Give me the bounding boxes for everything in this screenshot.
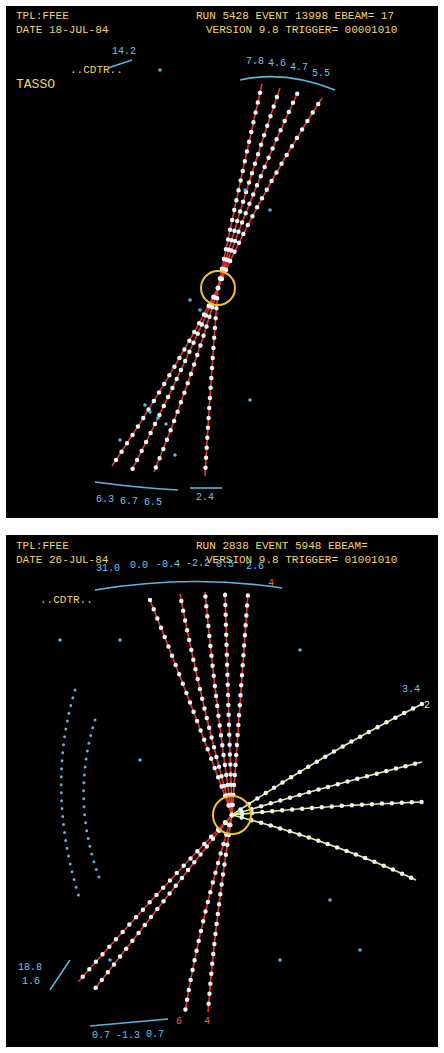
momentum-value: 5.5 — [312, 68, 330, 80]
header-text: VERSION 9.8 TRIGGER= 00001010 — [206, 24, 397, 37]
momentum-value: 3.4 — [402, 684, 420, 696]
momentum-value: 1.6 — [22, 976, 40, 988]
header-text: DATE 18-JUL-84 — [16, 24, 108, 37]
view-name: ..CDTR.. — [40, 594, 93, 607]
momentum-value: 14.2 — [112, 46, 136, 58]
track-number: 4 — [268, 578, 274, 590]
momentum-value: 18.8 — [18, 962, 42, 974]
header-text: DATE 26-JUL-84 — [16, 554, 108, 567]
momentum-value: 2.4 — [196, 492, 214, 504]
view-name: ..CDTR.. — [70, 64, 123, 77]
momentum-value: -0.4 — [156, 559, 180, 571]
momentum-value: 0.7 — [146, 1029, 164, 1041]
momentum-value: 0.5 — [216, 559, 234, 571]
yellow-tracks — [232, 704, 422, 880]
momentum-value: 31.0 — [96, 563, 120, 575]
stray-hit-arcs — [61, 690, 100, 900]
momentum-value: 7.8 — [246, 56, 264, 68]
momentum-value: 6.7 — [120, 496, 138, 508]
momentum-value: 4.6 — [268, 58, 286, 70]
momentum-value: 6.5 — [144, 497, 162, 509]
red-tracks — [112, 84, 322, 476]
vertex-circle — [213, 796, 251, 834]
track-number: 6 — [176, 1016, 182, 1028]
header-text: RUN 2838 EVENT 5948 EBEAM= — [196, 540, 368, 553]
header-text: VERSION 9.8 TRIGGER= 01001010 — [206, 554, 397, 567]
momentum-value: 0.7 — [92, 1030, 110, 1042]
header-text: TPL:FFEE — [16, 10, 69, 23]
momentum-value: 2.6 — [246, 561, 264, 573]
header-text: TPL:FFEE — [16, 540, 69, 553]
detector-name: TASSO — [16, 78, 55, 93]
momentum-value: -2.2 — [186, 558, 210, 570]
momentum-value: 4.7 — [290, 62, 308, 74]
hit-dots — [78, 592, 422, 1012]
track-number: 4 — [204, 1016, 210, 1028]
scale-arcs — [50, 581, 282, 1026]
header-text: RUN 5428 EVENT 13998 EBEAM= 17 — [196, 10, 394, 23]
stray-hits — [58, 638, 362, 962]
red-tracks — [78, 592, 248, 1012]
vertex-circle — [201, 271, 235, 305]
momentum-value: 6.3 — [96, 494, 114, 506]
momentum-value: -1.3 — [116, 1030, 140, 1042]
display-screen — [6, 535, 438, 1047]
display-screen — [6, 6, 438, 518]
stray-hits — [118, 68, 272, 457]
momentum-value: 0.0 — [130, 560, 148, 572]
track-number: 2 — [424, 700, 430, 712]
hit-dots — [112, 84, 322, 476]
scale-arcs — [95, 60, 335, 490]
